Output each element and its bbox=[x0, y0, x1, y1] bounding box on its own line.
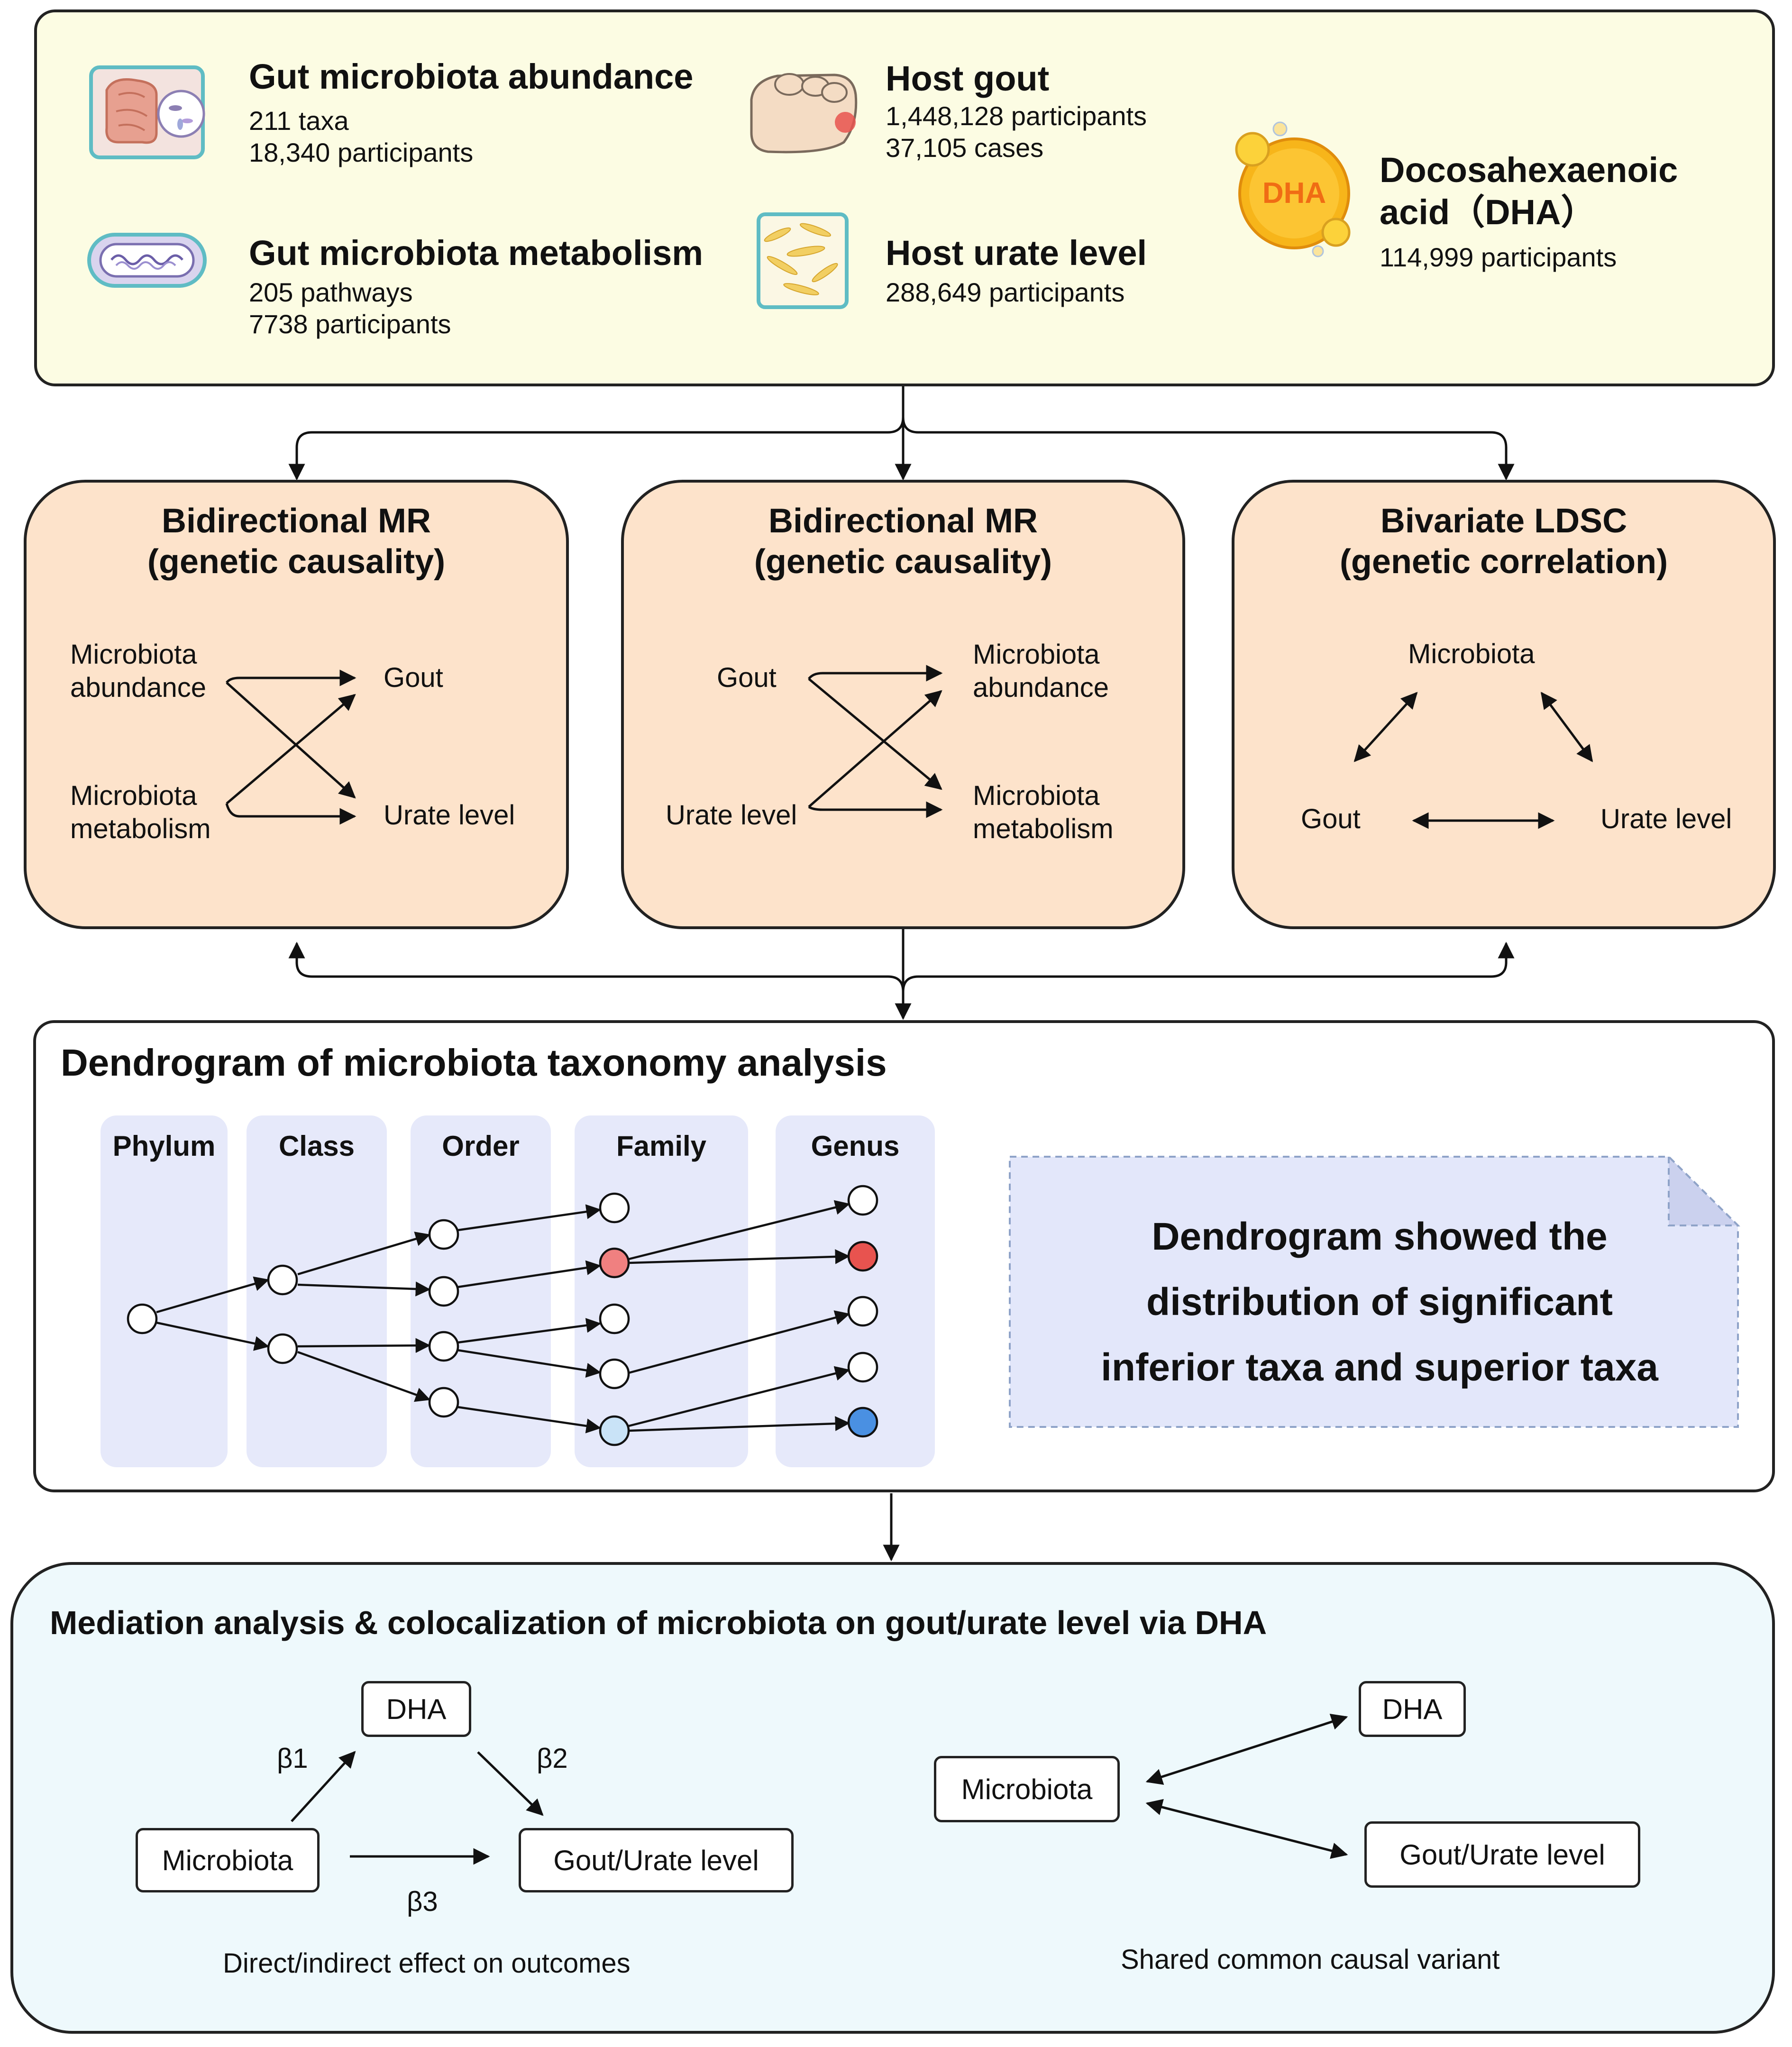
column-family: Family bbox=[575, 1115, 748, 1467]
column-phylum: Phylum bbox=[101, 1115, 228, 1467]
coloc-dha-box: DHA bbox=[1359, 1681, 1466, 1737]
ldsc-panel: Bivariate LDSC (genetic correlation) Mic… bbox=[1232, 480, 1776, 929]
mr2-subtitle: (genetic causality) bbox=[754, 543, 1052, 581]
source-gout-cases: 37,105 cases bbox=[886, 132, 1044, 163]
note-line-2: distribution of significant bbox=[1146, 1280, 1613, 1324]
beta1-label: β1 bbox=[277, 1743, 308, 1774]
data-sources-panel bbox=[34, 9, 1775, 386]
mr2-exposure-gout: Gout bbox=[717, 662, 777, 693]
mr2-exposure-urate: Urate level bbox=[666, 800, 797, 831]
ldsc-subtitle: (genetic correlation) bbox=[1339, 543, 1668, 581]
column-genus: Genus bbox=[776, 1115, 935, 1467]
mediation-outcome-box: Gout/Urate level bbox=[519, 1828, 794, 1892]
mr1-outcome-urate: Urate level bbox=[384, 800, 515, 831]
source-urate-title: Host urate level bbox=[886, 233, 1147, 273]
mr1-exposure-metabolism: Microbiota metabolism bbox=[70, 779, 211, 845]
mr1-exposure-abundance-line1: Microbiota bbox=[70, 639, 197, 670]
mr-panel-microbiota-to-gout: Bidirectional MR (genetic causality) Mic… bbox=[24, 480, 569, 929]
arrow-to-mr1 bbox=[288, 385, 905, 481]
note-line-1: Dendrogram showed the bbox=[1152, 1215, 1608, 1258]
source-gout: Host gout 1,448,128 participants 37,105 … bbox=[886, 58, 1147, 164]
link-mr1-dendrogram bbox=[295, 960, 905, 992]
coloc-microbiota-box: Microbiota bbox=[934, 1756, 1120, 1822]
link-ldsc-dendrogram bbox=[902, 960, 1508, 992]
mr2-outcome-metabolism-line1: Microbiota bbox=[973, 780, 1100, 811]
source-abundance: Gut microbiota abundance 211 taxa 18,340… bbox=[249, 56, 693, 168]
ldsc-node-gout: Gout bbox=[1301, 804, 1361, 834]
source-metabolism-pathways: 205 pathways bbox=[249, 277, 413, 307]
dendrogram-title: Dendrogram of microbiota taxonomy analys… bbox=[61, 1042, 887, 1084]
source-urate: Host urate level 288,649 participants bbox=[886, 232, 1147, 308]
ldsc-node-urate: Urate level bbox=[1600, 804, 1732, 834]
mr2-outcome-abundance: Microbiota abundance bbox=[973, 638, 1109, 704]
mr1-exposure-metabolism-line2: metabolism bbox=[70, 813, 211, 844]
beta3-label: β3 bbox=[407, 1886, 438, 1917]
source-metabolism: Gut microbiota metabolism 205 pathways 7… bbox=[249, 232, 703, 340]
mr1-title: Bidirectional MR bbox=[161, 502, 431, 540]
note-line-3: inferior taxa and superior taxa bbox=[1101, 1346, 1658, 1389]
ldsc-node-microbiota: Microbiota bbox=[1408, 639, 1535, 669]
column-class-label: Class bbox=[278, 1130, 355, 1162]
source-dha: Docosahexaenoic acid（DHA） 114,999 partic… bbox=[1380, 149, 1678, 273]
coloc-caption: Shared common causal variant bbox=[1121, 1944, 1500, 1975]
mr-panel-gout-to-microbiota: Bidirectional MR (genetic causality) Gou… bbox=[621, 480, 1185, 929]
mr2-outcome-metabolism: Microbiota metabolism bbox=[973, 779, 1114, 845]
mr1-exposure-abundance: Microbiota abundance bbox=[70, 638, 206, 704]
column-order-label: Order bbox=[442, 1130, 520, 1162]
column-order: Order bbox=[411, 1115, 551, 1467]
arrow-to-ldsc bbox=[902, 417, 1515, 481]
mediation-dha-box: DHA bbox=[361, 1681, 471, 1737]
mediation-left-caption: Direct/indirect effect on outcomes bbox=[223, 1948, 631, 1979]
mr2-outcome-metabolism-line2: metabolism bbox=[973, 813, 1114, 844]
beta2-label: β2 bbox=[537, 1743, 568, 1774]
source-gout-title: Host gout bbox=[886, 59, 1050, 98]
mr2-outcome-abundance-line2: abundance bbox=[973, 672, 1109, 703]
source-abundance-participants: 18,340 participants bbox=[249, 137, 474, 167]
column-genus-label: Genus bbox=[811, 1130, 900, 1162]
ldsc-title: Bivariate LDSC bbox=[1380, 502, 1627, 540]
mr1-exposure-abundance-line2: abundance bbox=[70, 672, 207, 703]
source-dha-title-line2: acid（DHA） bbox=[1380, 192, 1596, 232]
mr2-title: Bidirectional MR bbox=[768, 502, 1038, 540]
mr2-outcome-abundance-line1: Microbiota bbox=[973, 639, 1100, 670]
column-family-label: Family bbox=[616, 1130, 707, 1162]
coloc-outcome-box: Gout/Urate level bbox=[1364, 1821, 1640, 1888]
source-urate-participants: 288,649 participants bbox=[886, 277, 1125, 307]
source-metabolism-participants: 7738 participants bbox=[249, 309, 451, 339]
mr1-exposure-metabolism-line1: Microbiota bbox=[70, 780, 197, 811]
source-abundance-title: Gut microbiota abundance bbox=[249, 57, 694, 96]
column-class: Class bbox=[247, 1115, 387, 1467]
source-abundance-taxa: 211 taxa bbox=[249, 105, 349, 136]
source-dha-title-line1: Docosahexaenoic bbox=[1380, 150, 1678, 190]
mr1-subtitle: (genetic causality) bbox=[147, 543, 446, 581]
dha-icon-label: DHA bbox=[1262, 177, 1326, 210]
dendrogram-note: Dendrogram showed the distribution of si… bbox=[1010, 1204, 1749, 1400]
mediation-microbiota-box: Microbiota bbox=[136, 1828, 320, 1892]
mr1-outcome-gout: Gout bbox=[384, 662, 443, 693]
source-metabolism-title: Gut microbiota metabolism bbox=[249, 233, 704, 273]
source-gout-participants: 1,448,128 participants bbox=[886, 101, 1147, 131]
column-phylum-label: Phylum bbox=[112, 1130, 216, 1162]
source-dha-participants: 114,999 participants bbox=[1380, 242, 1617, 272]
mediation-title: Mediation analysis & colocalization of m… bbox=[50, 1604, 1267, 1641]
